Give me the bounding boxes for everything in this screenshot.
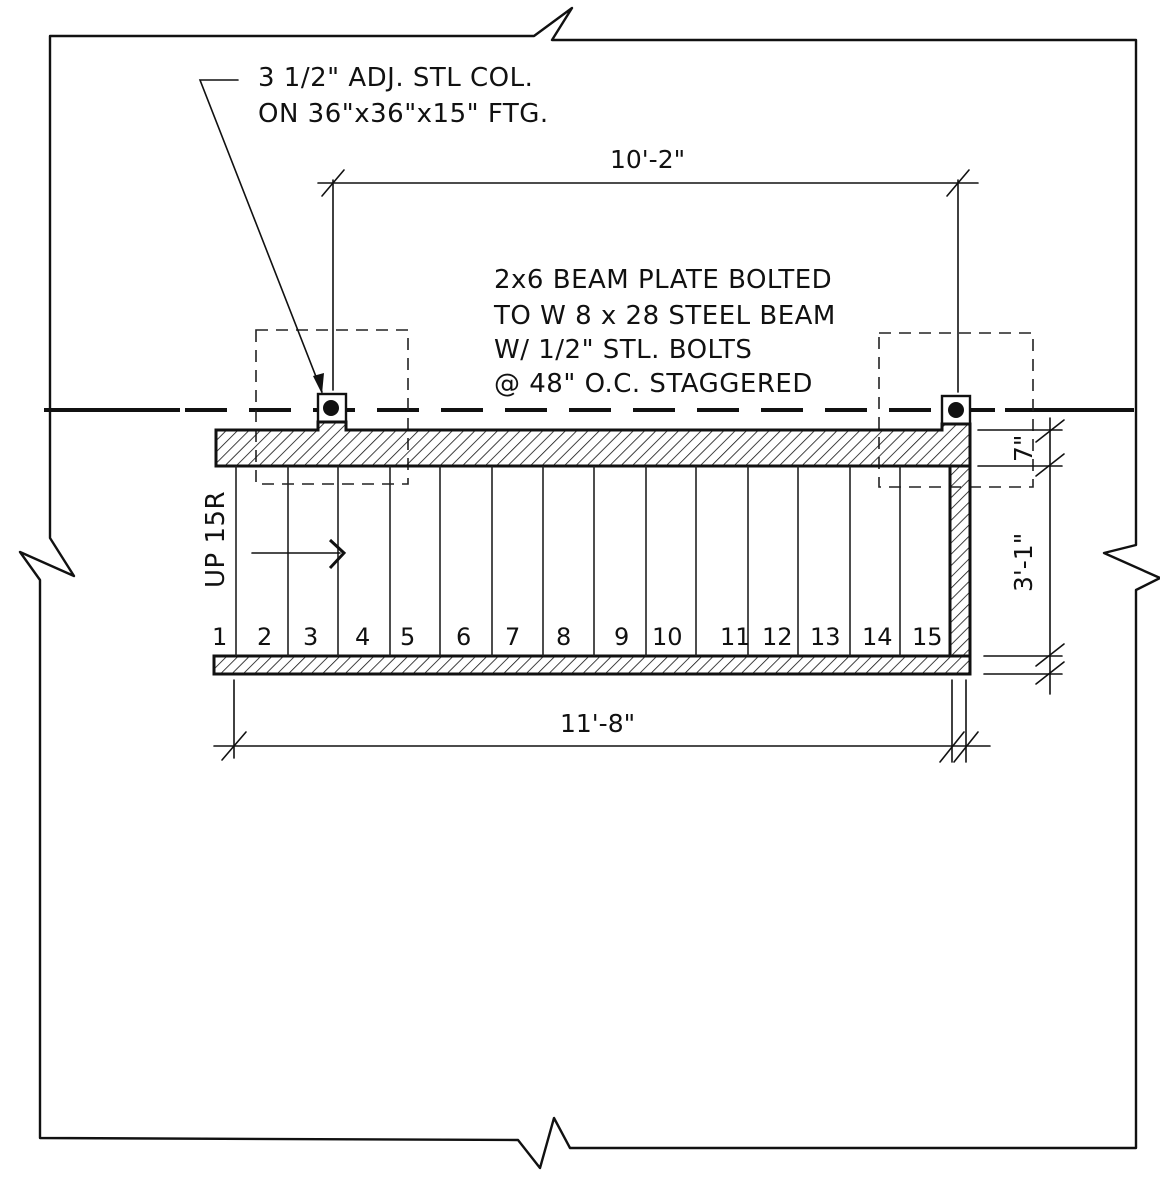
column-callout-line2: ON 36"x36"x15" FTG. bbox=[258, 99, 549, 129]
bottom-span-dimension bbox=[213, 679, 991, 763]
riser-number: 5 bbox=[400, 623, 415, 651]
bottom-wall bbox=[212, 654, 972, 676]
right-vertical-dimensions bbox=[977, 417, 1065, 695]
plan-border bbox=[18, 6, 1160, 1170]
riser-number: 9 bbox=[614, 623, 629, 651]
column-footing-left bbox=[255, 329, 409, 485]
steel-column-left bbox=[316, 392, 348, 424]
riser-number: 14 bbox=[862, 623, 893, 651]
top-span-label: 10'-2" bbox=[610, 145, 685, 174]
riser-numbers: 1 2 3 4 5 6 7 8 9 10 11 12 13 14 15 bbox=[212, 623, 943, 651]
column-callout-leader bbox=[198, 79, 323, 393]
riser-number: 15 bbox=[912, 623, 943, 651]
bottom-span-label: 11'-8" bbox=[560, 709, 635, 738]
beam-callout-line1: 2x6 BEAM PLATE BOLTED bbox=[494, 265, 832, 295]
wall-thickness-label: 7" bbox=[1009, 435, 1038, 462]
riser-number: 6 bbox=[456, 623, 471, 651]
beam-callout-line3: W/ 1/2" STL. BOLTS bbox=[494, 335, 752, 365]
beam-callout-line2: TO W 8 x 28 STEEL BEAM bbox=[493, 301, 836, 331]
riser-number: 13 bbox=[810, 623, 841, 651]
riser-number: 11 bbox=[720, 623, 751, 651]
stair-treads bbox=[235, 466, 901, 656]
stair-direction-arrow bbox=[251, 538, 347, 570]
riser-number: 4 bbox=[355, 623, 370, 651]
beam-callout-line4: @ 48" O.C. STAGGERED bbox=[494, 369, 813, 399]
stair-direction-label: UP 15R bbox=[201, 491, 231, 588]
riser-number: 12 bbox=[762, 623, 793, 651]
riser-number: 2 bbox=[257, 623, 272, 651]
riser-number: 3 bbox=[303, 623, 318, 651]
right-wall bbox=[948, 464, 972, 658]
column-callout-line1: 3 1/2" ADJ. STL COL. bbox=[258, 63, 533, 93]
steel-column-right bbox=[940, 394, 972, 426]
riser-number: 8 bbox=[556, 623, 571, 651]
stair-width-label: 3'-1" bbox=[1009, 533, 1038, 592]
top-span-dimension bbox=[317, 169, 979, 393]
riser-number: 1 bbox=[212, 623, 227, 651]
riser-number: 10 bbox=[652, 623, 683, 651]
top-wall bbox=[214, 420, 972, 468]
riser-number: 7 bbox=[505, 623, 520, 651]
